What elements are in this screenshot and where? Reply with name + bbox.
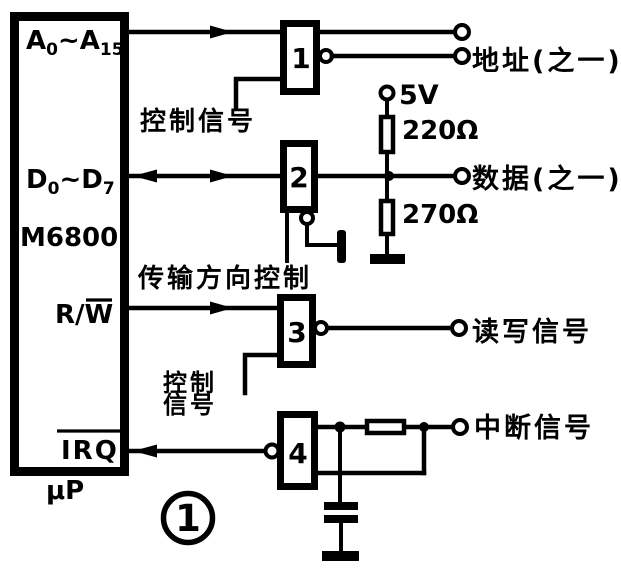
mpu-pin-label-irq: IRQ xyxy=(61,436,119,466)
capacitor-plate-icon xyxy=(324,515,358,523)
mpu-pin-label-address: A0~A15 xyxy=(26,26,124,60)
ground-icon xyxy=(322,551,359,561)
arrow-left-icon xyxy=(133,169,157,183)
control-label-line1: 控制 xyxy=(163,369,217,397)
buffer-1-number: 1 xyxy=(291,42,310,75)
buffer-1-control-wire xyxy=(233,76,286,110)
pulldown-resistor-label: 270Ω xyxy=(402,200,478,230)
arrow-left-icon xyxy=(133,444,157,458)
supply-voltage-label: 5V xyxy=(399,80,439,111)
terminal-circle xyxy=(450,319,468,337)
buffer-2-box xyxy=(280,140,318,213)
capacitor-plate-icon xyxy=(324,502,358,510)
figure-number-text: 1 xyxy=(175,497,201,540)
terminal-circle xyxy=(451,418,469,436)
rw-wire xyxy=(126,301,283,315)
pullup-resistor-label: 220Ω xyxy=(402,116,478,146)
resistor-220-icon xyxy=(378,114,396,155)
arrow-right-icon xyxy=(210,25,233,39)
inverter-bubble-icon xyxy=(263,442,281,460)
ground-icon xyxy=(370,254,405,264)
data-output-wire xyxy=(315,167,471,185)
data-out-label: 数据(之一) xyxy=(472,163,621,195)
stub-terminator-icon xyxy=(337,230,346,263)
series-resistor-icon xyxy=(364,418,407,436)
address-output-wires xyxy=(317,23,471,65)
terminal-circle xyxy=(453,167,471,185)
control-signal-top-label: 控制信号 xyxy=(140,107,256,137)
mpu-caption: μP xyxy=(46,476,84,506)
buffer-1-box xyxy=(280,20,320,95)
terminal-circle xyxy=(453,23,471,41)
buffer-2-number: 2 xyxy=(289,161,308,194)
buffer-3-box xyxy=(277,294,316,368)
mpu-box xyxy=(10,12,129,476)
mpu-chip-name: M6800 xyxy=(20,223,118,253)
direction-control-label: 传输方向控制 xyxy=(137,263,312,294)
resistor-270-icon xyxy=(378,198,396,237)
irq-wire xyxy=(126,442,281,460)
irq-output-network xyxy=(315,418,469,561)
supply-terminal-circle xyxy=(378,84,396,102)
buffer-2-control-pins xyxy=(285,210,346,263)
buffer-3-number: 3 xyxy=(287,316,306,349)
control-label-line2: 信号 xyxy=(163,391,217,419)
mpu-pin-label-rw: R/W xyxy=(55,300,113,330)
buffer-3-control-wire xyxy=(242,352,283,396)
inverter-bubble-icon xyxy=(313,320,329,336)
figure-number-badge: 1 xyxy=(160,490,216,546)
arrow-right-icon xyxy=(210,301,233,315)
address-bus-wire xyxy=(126,25,286,39)
buffer-4-number: 4 xyxy=(288,437,307,470)
buffer-4-box xyxy=(277,411,318,490)
irq-out-label: 中断信号 xyxy=(474,413,594,444)
address-out-label: 地址(之一) xyxy=(472,45,621,77)
mpu-pin-label-data: D0~D7 xyxy=(26,165,115,199)
rw-output-wire xyxy=(313,319,468,337)
terminal-circle xyxy=(453,47,471,65)
arrow-right-icon xyxy=(210,169,233,183)
data-bus-wire xyxy=(126,169,286,183)
pullup-pulldown-network xyxy=(370,84,405,264)
rw-out-label: 读写信号 xyxy=(472,317,592,348)
figure-number-circle xyxy=(160,490,216,546)
